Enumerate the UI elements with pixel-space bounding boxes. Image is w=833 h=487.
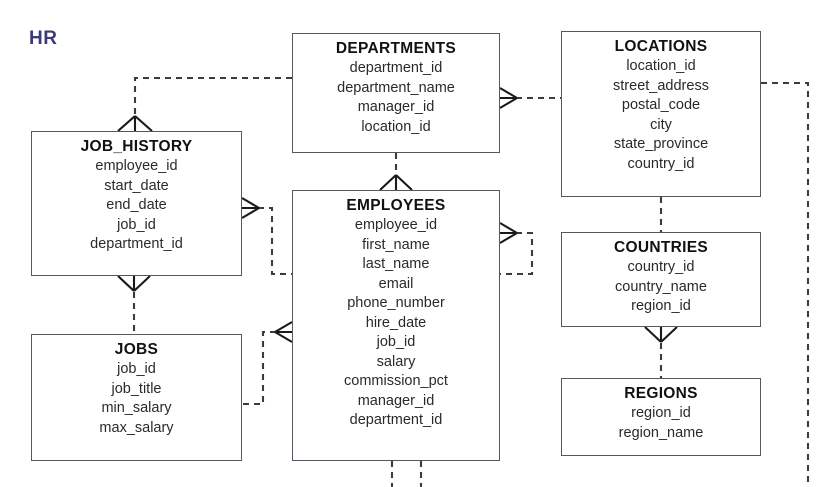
crowfoot-job-history-bottom xyxy=(117,275,151,292)
entity-locations[interactable]: LOCATIONS location_id street_address pos… xyxy=(561,31,761,197)
entity-title: REGIONS xyxy=(624,385,698,402)
attribute-list: employee_id start_date end_date job_id d… xyxy=(32,157,241,255)
attribute-list: country_id country_name region_id xyxy=(562,258,760,317)
entity-title: LOCATIONS xyxy=(614,38,708,55)
entity-title: DEPARTMENTS xyxy=(335,40,457,57)
entity-title: JOBS xyxy=(114,341,159,358)
attribute: country_name xyxy=(615,278,707,295)
attribute: department_name xyxy=(337,79,455,96)
attribute: department_id xyxy=(349,412,443,428)
attribute: employee_id xyxy=(95,158,178,174)
attribute: start_date xyxy=(104,177,169,194)
attribute: email xyxy=(378,275,414,292)
attribute: state_province xyxy=(613,136,709,152)
entity-title: COUNTRIES xyxy=(614,239,708,256)
attribute: region_name xyxy=(618,424,704,441)
attribute: location_id xyxy=(361,118,431,135)
attribute: last_name xyxy=(362,256,430,272)
attribute: region_id xyxy=(631,405,691,421)
entity-title: JOB_HISTORY xyxy=(80,138,193,155)
entity-title: EMPLOYEES xyxy=(346,197,446,214)
attribute: phone_number xyxy=(347,295,445,311)
attribute: street_address xyxy=(613,77,709,94)
attribute: job_id xyxy=(376,334,416,350)
attribute-list: region_id region_name xyxy=(562,404,760,443)
wire-locations-offscreen xyxy=(761,81,810,487)
attribute: manager_id xyxy=(357,99,435,115)
attribute: department_id xyxy=(349,60,443,76)
attribute: first_name xyxy=(362,236,430,253)
wire-departments-job-history xyxy=(133,76,292,117)
page-title: HR xyxy=(29,28,58,49)
attribute: department_id xyxy=(90,236,183,252)
attribute-list: employee_id first_name last_name email p… xyxy=(293,216,499,431)
attribute: job_id xyxy=(117,361,156,377)
attribute-list: location_id street_address postal_code c… xyxy=(562,57,760,174)
entity-job-history[interactable]: JOB_HISTORY employee_id start_date end_d… xyxy=(31,131,242,276)
wire-jobs-employees xyxy=(242,330,276,406)
attribute: min_salary xyxy=(101,400,172,416)
crowfoot-employees-top xyxy=(379,174,413,191)
entity-countries[interactable]: COUNTRIES country_id country_name region… xyxy=(561,232,761,327)
attribute: commission_pct xyxy=(344,373,448,389)
crowfoot-employees-right xyxy=(499,222,518,244)
crowfoot-employees-left xyxy=(274,321,293,343)
entity-departments[interactable]: DEPARTMENTS department_id department_nam… xyxy=(292,33,500,153)
attribute: max_salary xyxy=(99,419,174,436)
attribute: postal_code xyxy=(621,97,701,113)
attribute: employee_id xyxy=(354,217,438,233)
attribute: end_date xyxy=(106,197,167,213)
attribute: region_id xyxy=(631,298,691,314)
attribute: job_title xyxy=(111,380,162,397)
crowfoot-job-history-right xyxy=(241,197,260,219)
attribute: hire_date xyxy=(365,314,427,331)
wire-employees-manager-self xyxy=(500,231,534,276)
attribute: manager_id xyxy=(357,392,435,409)
attribute-list: department_id department_name manager_id… xyxy=(293,59,499,137)
attribute: country_id xyxy=(627,259,695,275)
attribute: country_id xyxy=(627,155,695,172)
attribute-list: job_id job_title min_salary max_salary xyxy=(32,360,241,438)
crowfoot-countries-bottom xyxy=(644,326,678,343)
crowfoot-job-history-top xyxy=(117,115,153,132)
attribute: location_id xyxy=(626,58,696,74)
attribute: salary xyxy=(376,353,416,370)
attribute: job_id xyxy=(117,216,156,233)
attribute: city xyxy=(650,116,672,133)
entity-jobs[interactable]: JOBS job_id job_title min_salary max_sal… xyxy=(31,334,242,461)
wire-job-history-employees xyxy=(258,206,292,276)
entity-regions[interactable]: REGIONS region_id region_name xyxy=(561,378,761,456)
crowfoot-departments-right xyxy=(499,87,518,109)
entity-employees[interactable]: EMPLOYEES employee_id first_name last_na… xyxy=(292,190,500,461)
